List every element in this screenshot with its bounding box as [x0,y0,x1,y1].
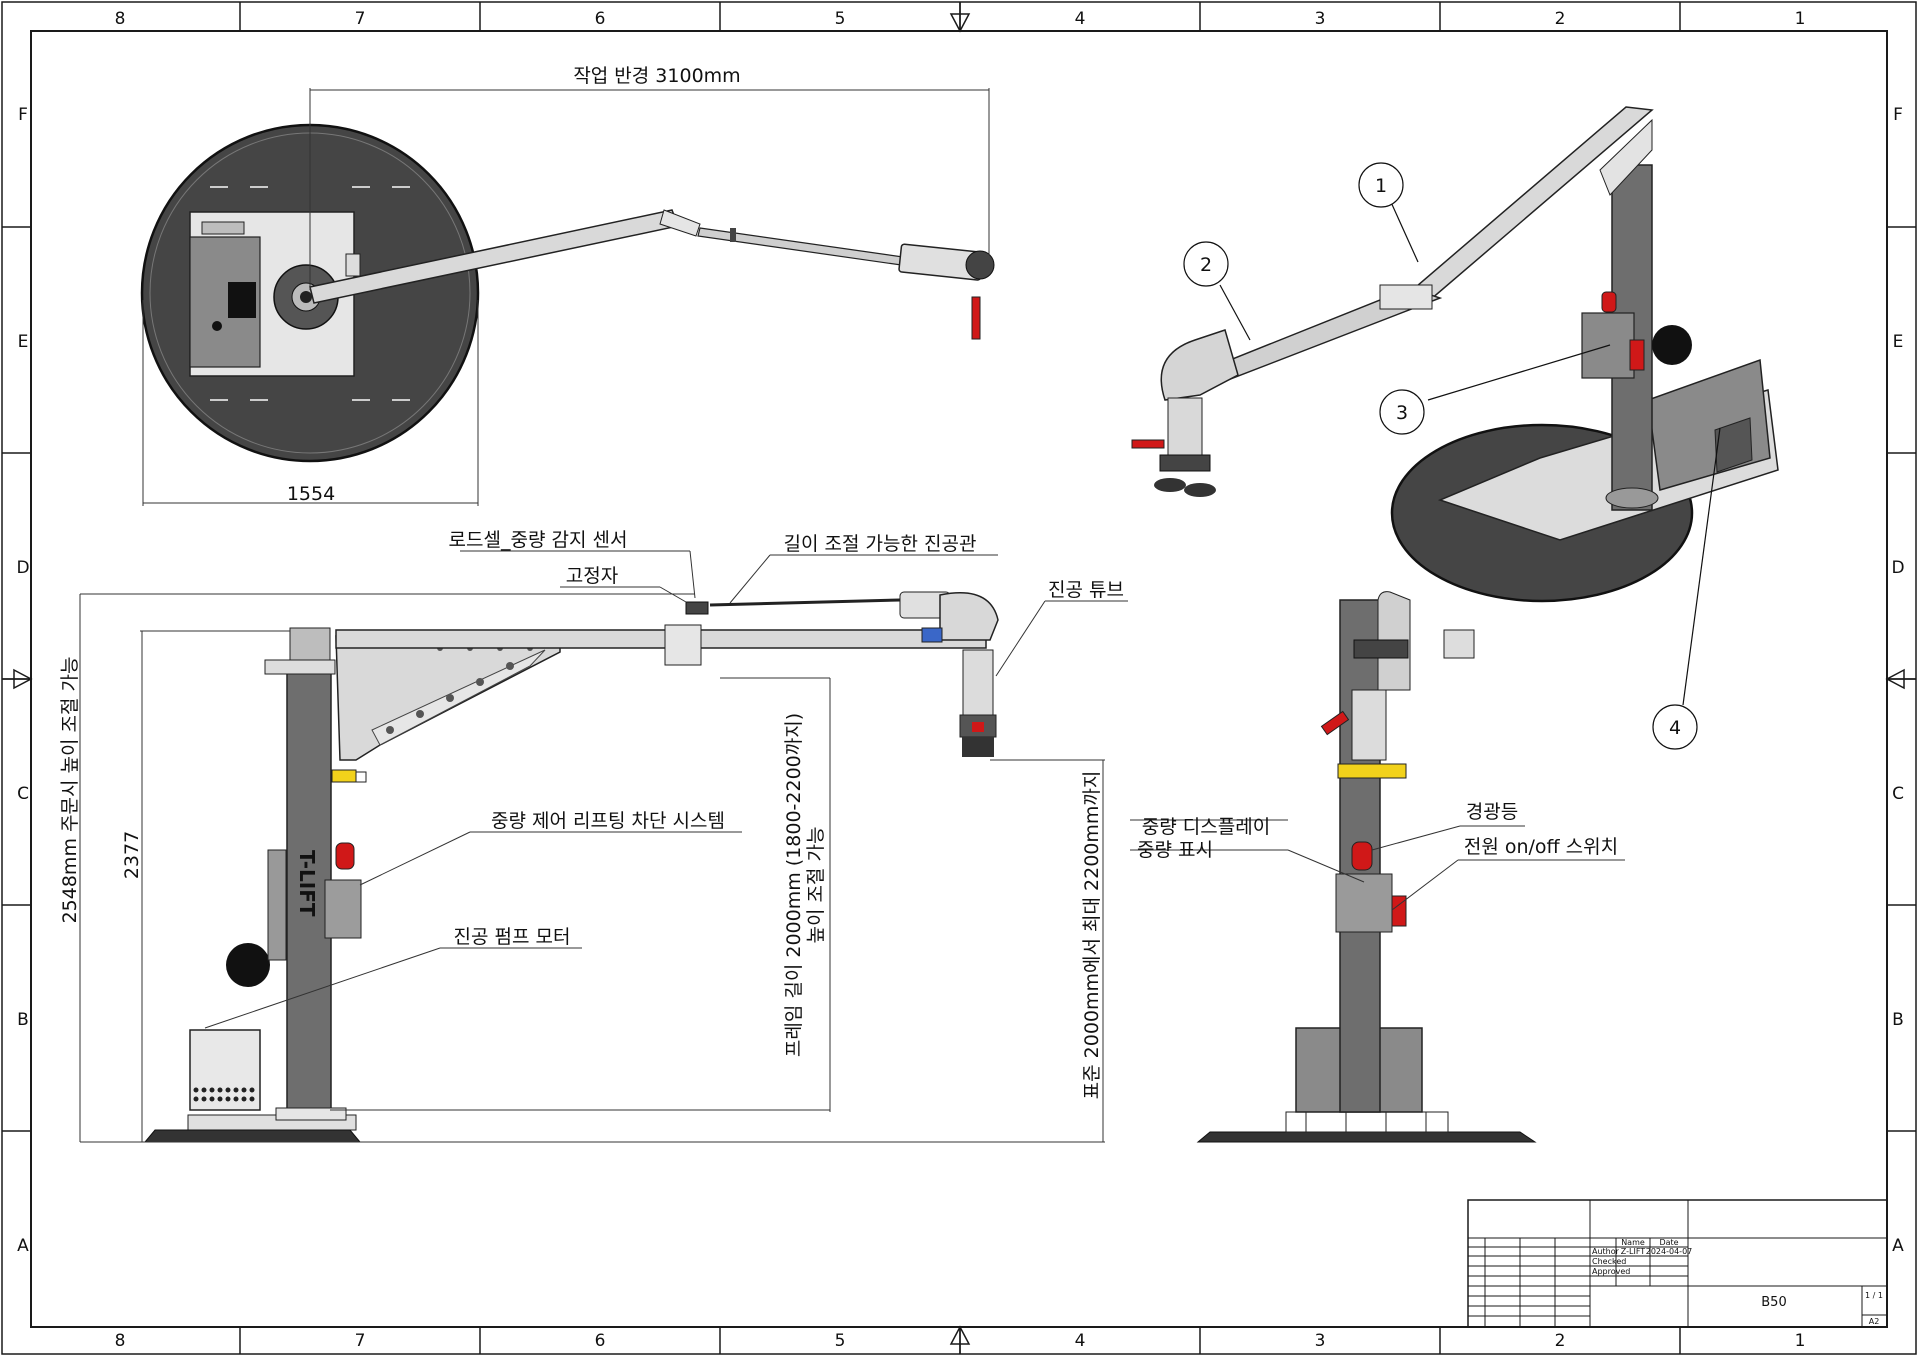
col-label-top: 6 [595,9,606,29]
tb-author-date: 2024-04-07 [1646,1247,1693,1256]
fixer-label: 고정자 [566,565,618,587]
callout-1: 1 [1375,175,1387,197]
callout-circle [1183,241,1229,287]
vacuum-tube-label: 진공 튜브 [1048,579,1124,601]
front-warning-light [1351,841,1373,871]
reach-label: 작업 반경 3100mm [573,65,740,87]
iso-elbow [1160,329,1239,401]
col-label-bottom: 5 [835,1331,846,1351]
col-label-top: 2 [1555,9,1566,29]
callout-2: 2 [1200,254,1212,276]
col-label-top: 8 [115,9,126,29]
callout-3: 3 [1396,402,1408,424]
side-view: T-LIFT [59,529,1128,1143]
tb-date-header: Date [1659,1238,1678,1247]
col-label-bottom: 8 [115,1331,126,1351]
standard-length-label: 표준 2000mm에서 최대 2200mm까지 [1081,771,1103,1100]
callout-circle [1379,389,1425,435]
row-label-left: A [17,1236,29,1256]
tb-drawing-id: B50 [1761,1295,1786,1310]
grid-row-labels: F E D C B A F E D C B A [16,105,1904,1256]
front-control-box [1335,873,1393,933]
col-label-bottom: 1 [1795,1331,1806,1351]
warning-light-label: 경광등 [1466,801,1518,823]
side-main-arm [335,629,987,649]
col-label-bottom: 7 [355,1331,366,1351]
tb-approved-label: Approved [1592,1267,1630,1276]
col-label-bottom: 6 [595,1331,606,1351]
side-pump-box [189,1029,261,1111]
display-label-1: 중량 디스플레이 [1142,816,1270,838]
col-label-top: 1 [1795,9,1806,29]
row-label-right: B [1892,1010,1904,1030]
front-view: 중량 디스플레이 중량 표시 경광등 전원 on/off 스위치 [1130,591,1625,1143]
row-label-right: C [1892,784,1904,804]
tb-paper-size: A2 [1869,1317,1880,1326]
callout-circle [1358,162,1404,208]
row-label-left: E [18,332,29,352]
side-motor [226,943,270,987]
secondary-arm [697,227,911,267]
vacuum-motor [228,282,256,318]
side-control-box [324,879,362,939]
col-label-top: 3 [1315,9,1326,29]
side-column [286,671,332,1113]
row-label-right: E [1893,332,1904,352]
handle-red [971,296,981,340]
tb-name-header: Name [1621,1238,1645,1247]
side-warning-light [335,842,355,870]
iso-view: 1 2 3 4 [1131,106,1779,750]
frame-length-label-1: 프레임 길이 2000mm (1800-2200까지) [783,713,805,1057]
height-label: 2377 [121,831,143,879]
front-base-plate [1196,1131,1537,1143]
tb-checked-label: Checked [1592,1257,1626,1266]
power-switch-label: 전원 on/off 스위치 [1464,836,1618,858]
col-label-top: 7 [355,9,366,29]
front-power-switch [1391,895,1407,927]
row-label-left: C [17,784,29,804]
col-label-top: 5 [835,9,846,29]
col-label-bottom: 2 [1555,1331,1566,1351]
tb-author-value: Z-LIFT [1621,1247,1646,1256]
row-label-right: D [1891,558,1904,578]
title-block: Name Date Author Z-LIFT 2024-04-07 Check… [1467,1199,1888,1328]
row-label-right: A [1892,1236,1904,1256]
col-label-bottom: 3 [1315,1331,1326,1351]
base-width-label: 1554 [287,483,335,505]
top-view: 작업 반경 3100mm 1554 [140,65,995,506]
col-label-bottom: 4 [1075,1331,1086,1351]
control-system-label: 중량 제어 리프팅 차단 시스템 [491,810,725,832]
iso-warning-light [1601,291,1617,313]
row-label-left: B [17,1010,29,1030]
row-label-right: F [1893,105,1903,125]
side-base-plate [143,1129,362,1143]
adjustable-tube-label: 길이 조절 가능한 진공관 [784,533,977,555]
tb-author-label: Author [1592,1247,1620,1256]
side-logo: T-LIFT [295,850,319,917]
pump-motor-label: 진공 펌프 모터 [454,926,571,948]
loadcell-label: 로드셀_중량 감지 센서 [449,529,628,551]
display-label-2: 중량 표시 [1137,839,1213,861]
height-order-label: 2548mm 주문시 높이 조절 가능 [59,657,81,924]
col-label-top: 4 [1075,9,1086,29]
callout-circle [1652,704,1698,750]
iso-motor [1652,325,1692,365]
grid-column-labels: 8 7 6 5 4 3 2 1 8 7 6 5 4 3 2 1 [115,9,1806,1351]
tb-sheet-number: 1 / 1 [1865,1291,1883,1300]
frame-length-label-2: 높이 조절 가능 [805,827,827,944]
callout-4: 4 [1669,717,1681,739]
row-label-left: D [16,558,29,578]
row-label-left: F [18,105,28,125]
